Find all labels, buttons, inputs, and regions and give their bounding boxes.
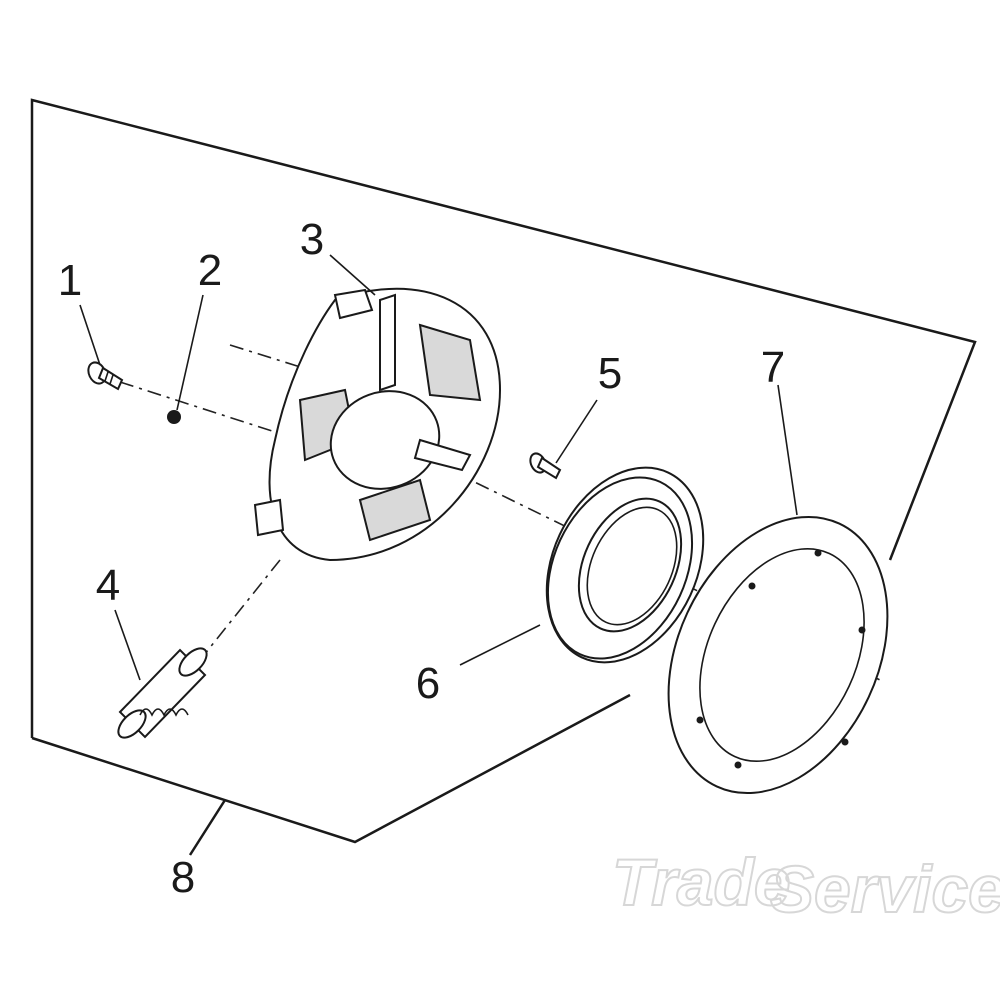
callout-7: 7 — [761, 343, 785, 392]
part-5-screw — [529, 452, 562, 480]
part-2-ball — [167, 410, 181, 424]
callout-2: 2 — [198, 246, 222, 295]
callout-8: 8 — [171, 853, 195, 902]
watermark: Trade Service — [611, 844, 1000, 927]
callout-4: 4 — [96, 561, 120, 610]
part-3-cam-plate — [253, 287, 502, 562]
callout-6: 6 — [416, 659, 440, 708]
leader-lines — [79, 254, 798, 681]
part-6-bearing-ring — [545, 466, 705, 664]
callout-3: 3 — [300, 215, 324, 264]
callout-5: 5 — [598, 349, 622, 398]
watermark-right: Service — [770, 852, 1000, 926]
kit-outline — [30, 98, 977, 856]
part-4-spring-plunger — [117, 647, 208, 739]
watermark-left: Trade — [612, 845, 791, 919]
part-1-screw — [87, 361, 124, 391]
callout-1: 1 — [58, 256, 82, 305]
part-7-gasket-ring — [667, 515, 889, 795]
